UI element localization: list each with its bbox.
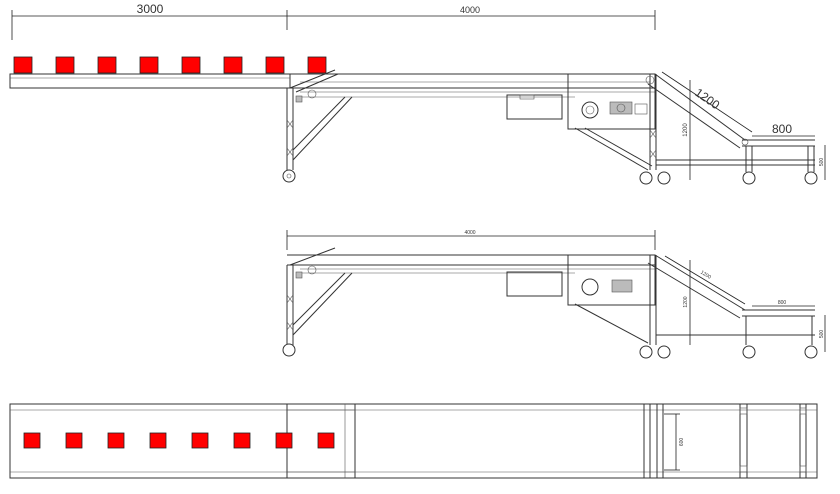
plan-extended-boom [9, 403, 356, 479]
drive-housing [567, 254, 656, 306]
main-frame [282, 69, 671, 185]
cartons-row-plan [23, 432, 335, 449]
control-box [506, 271, 563, 297]
drive-motor [581, 101, 599, 119]
caster-wheel [804, 345, 818, 359]
caster-wheel [282, 343, 296, 357]
dim-label-600-width: 600 [679, 438, 685, 447]
incline-section: 1200 800 1200 500 [645, 71, 826, 185]
dim-label-500: 500 [819, 330, 825, 339]
view-plan: 600 [9, 403, 818, 479]
carton [149, 432, 167, 449]
caster-wheel [804, 171, 818, 185]
carton [13, 56, 33, 74]
dim-label-1200-incline: 1200 [692, 85, 722, 112]
dim-label-500: 500 [819, 158, 825, 167]
caster-wheel [282, 169, 296, 183]
carton [223, 56, 243, 74]
carton [107, 432, 125, 449]
caster-wheel [742, 345, 756, 359]
drive-housing [567, 73, 656, 130]
carton [307, 56, 327, 74]
drive-motor [581, 278, 599, 296]
caster-wheel [742, 171, 756, 185]
dim-label-800-tail: 800 [772, 122, 792, 136]
cartons-row-side [13, 56, 327, 74]
carton [97, 56, 117, 74]
carton [23, 432, 41, 449]
dim-label-1200-height: 1200 [683, 123, 689, 137]
view-side-elevation-retracted: 4000 1200 [282, 230, 826, 359]
plan-main-frame [286, 403, 818, 479]
dim-label-4000: 4000 [460, 5, 480, 15]
dim-label-4000-overall: 4000 [464, 230, 475, 236]
dim-label-3000: 3000 [137, 2, 164, 16]
carton [317, 432, 335, 449]
carton [233, 432, 251, 449]
carton [181, 56, 201, 74]
carton [55, 56, 75, 74]
dim-label-800-tail: 800 [778, 300, 787, 306]
carton [265, 56, 285, 74]
carton [275, 432, 293, 449]
control-box [506, 94, 563, 120]
carton [191, 432, 209, 449]
carton [65, 432, 83, 449]
caster-wheel [639, 171, 653, 185]
caster-wheel [657, 171, 671, 185]
caster-wheel [639, 345, 653, 359]
view-side-elevation-extended: 3000 4000 [9, 2, 826, 185]
dim-label-1200-incline: 1200 [699, 270, 712, 281]
carton [139, 56, 159, 74]
extended-boom [9, 73, 291, 89]
caster-wheel [657, 345, 671, 359]
dim-label-1200-height: 1200 [683, 296, 689, 307]
